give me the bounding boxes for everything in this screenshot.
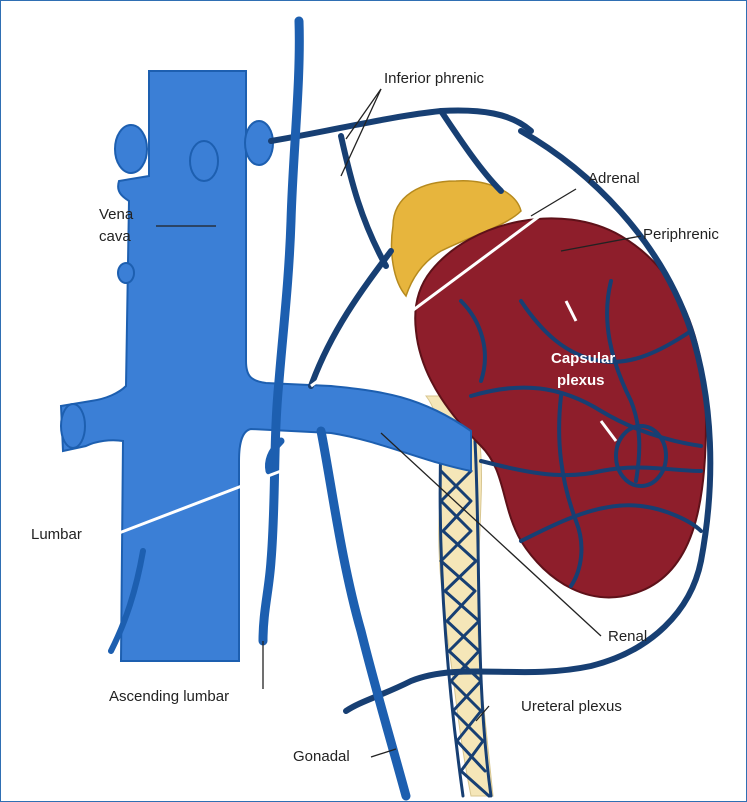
label-inferior-phrenic: Inferior phrenic <box>384 70 485 87</box>
ascending-lumbar-vein <box>263 21 299 641</box>
label-ascending-lumbar: Ascending lumbar <box>109 688 229 705</box>
label-vena-cava-line1: Vena <box>99 206 134 223</box>
label-adrenal: Adrenal <box>588 170 640 187</box>
label-capsular-line2: plexus <box>557 372 605 389</box>
label-ureteral-plexus: Ureteral plexus <box>521 698 622 715</box>
label-renal: Renal <box>608 628 647 645</box>
label-vena-cava-line2: cava <box>99 228 131 245</box>
gonadal-vein <box>321 431 406 796</box>
label-gonadal: Gonadal <box>293 748 350 765</box>
label-periphrenic: Periphrenic <box>643 226 719 243</box>
label-capsular-line1: Capsular <box>551 350 615 367</box>
label-lumbar: Lumbar <box>31 526 82 543</box>
